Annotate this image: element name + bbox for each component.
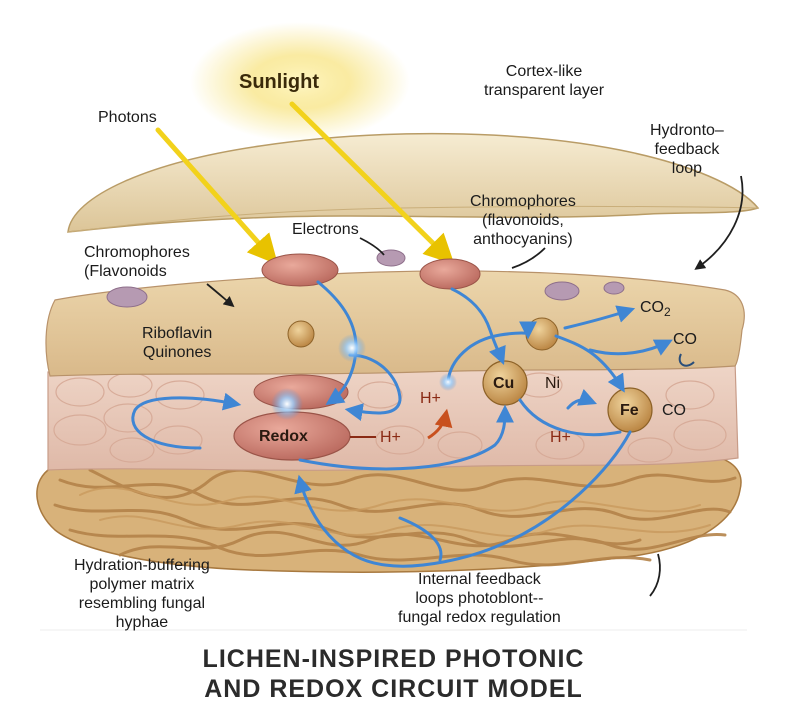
chromophores-left-label: Chromophores(Flavonoids bbox=[84, 243, 190, 281]
purple-organelle bbox=[107, 287, 147, 307]
h-plus-label: H+ bbox=[550, 428, 571, 447]
purple-organelle bbox=[604, 282, 624, 294]
chromophores-right-label: Chromophores(flavonoids,anthocyanins) bbox=[470, 192, 576, 249]
sunlight-label: Sunlight bbox=[239, 73, 319, 92]
ni-label: Ni bbox=[545, 374, 560, 393]
co2-subscript: 2 bbox=[664, 305, 671, 319]
riboflavin-node bbox=[288, 321, 314, 347]
co-label: CO bbox=[673, 330, 697, 349]
co2-label: CO2 bbox=[640, 298, 671, 322]
spark bbox=[338, 334, 366, 362]
electrons-label: Electrons bbox=[292, 220, 359, 239]
hyphae-layer bbox=[37, 456, 741, 572]
spark bbox=[271, 388, 303, 420]
h-plus-label: H+ bbox=[380, 428, 401, 447]
h-plus-label: H+ bbox=[420, 389, 441, 408]
chromophore-cell-left bbox=[262, 254, 338, 286]
diagram-title: LICHEN-INSPIRED PHOTONIC AND REDOX CIRCU… bbox=[0, 644, 787, 704]
purple-organelle bbox=[545, 282, 579, 300]
quinone-node bbox=[526, 318, 558, 350]
redox-label: Redox bbox=[259, 427, 308, 446]
fe-label: Fe bbox=[620, 401, 639, 420]
spark bbox=[439, 373, 457, 391]
photons-label: Photons bbox=[98, 108, 157, 127]
chromophore-cell-right bbox=[420, 259, 480, 289]
fe-co-label: CO bbox=[662, 401, 686, 420]
cu-label: Cu bbox=[493, 374, 514, 393]
